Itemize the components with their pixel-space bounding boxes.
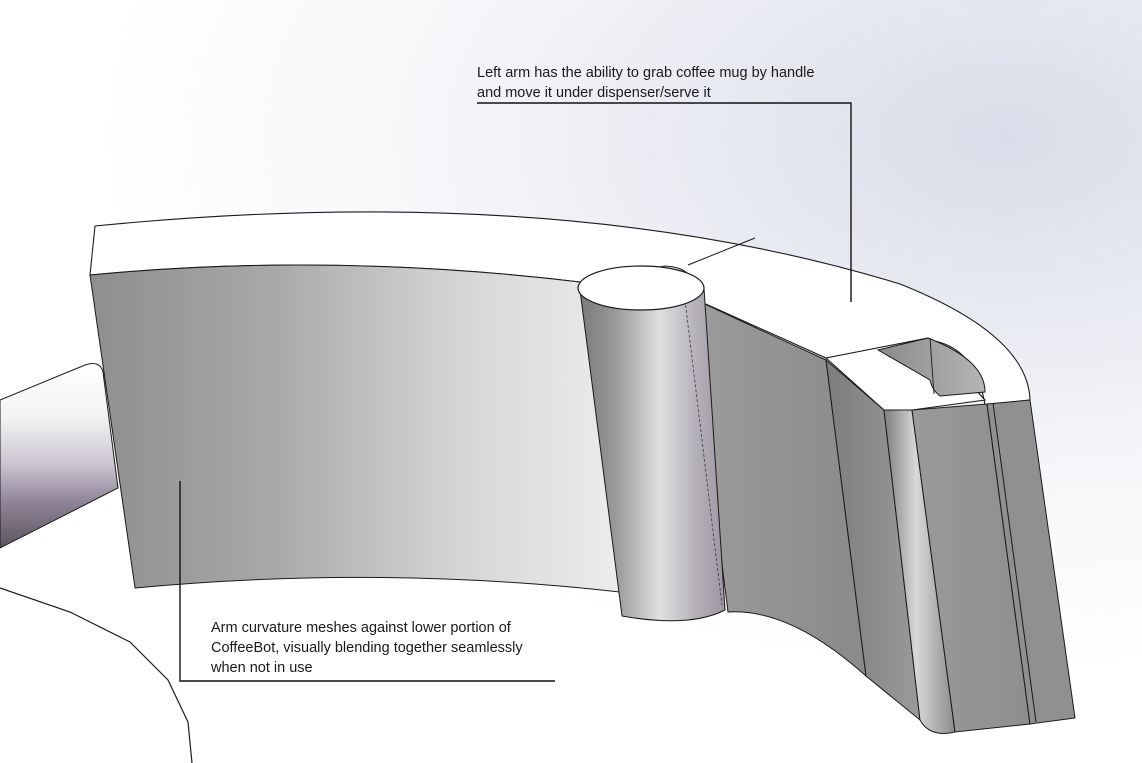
callout-top-line-1: Left arm has the ability to grab coffee …	[477, 65, 815, 81]
callout-bottom-line-3: when not in use	[211, 660, 313, 676]
arm-main-face	[89, 264, 621, 593]
callout-bottom-line-2: CoffeeBot, visually blending together se…	[211, 640, 523, 656]
pivot-post-seam	[684, 299, 723, 606]
callout-top-leader-line	[477, 102, 852, 302]
mug-handle-slot	[876, 337, 986, 397]
slot-inner-edge	[929, 337, 935, 395]
arm-top-seam	[687, 237, 756, 266]
gripper-groove	[992, 402, 1037, 723]
callout-top-annotation: Left arm has the ability to grab coffee …	[477, 63, 814, 103]
callout-top-line-2: and move it under dispenser/serve it	[477, 85, 711, 101]
base-outline	[0, 587, 193, 763]
callout-bottom-line-1: Arm curvature meshes against lower porti…	[211, 620, 511, 636]
pivot-post-top	[577, 265, 705, 311]
gripper-end-face-2	[986, 399, 1076, 725]
pivot-post	[579, 287, 726, 622]
support-tube	[0, 363, 119, 549]
callout-bottom-leader-line	[179, 481, 555, 682]
callout-bottom-annotation: Arm curvature meshes against lower porti…	[211, 618, 523, 678]
